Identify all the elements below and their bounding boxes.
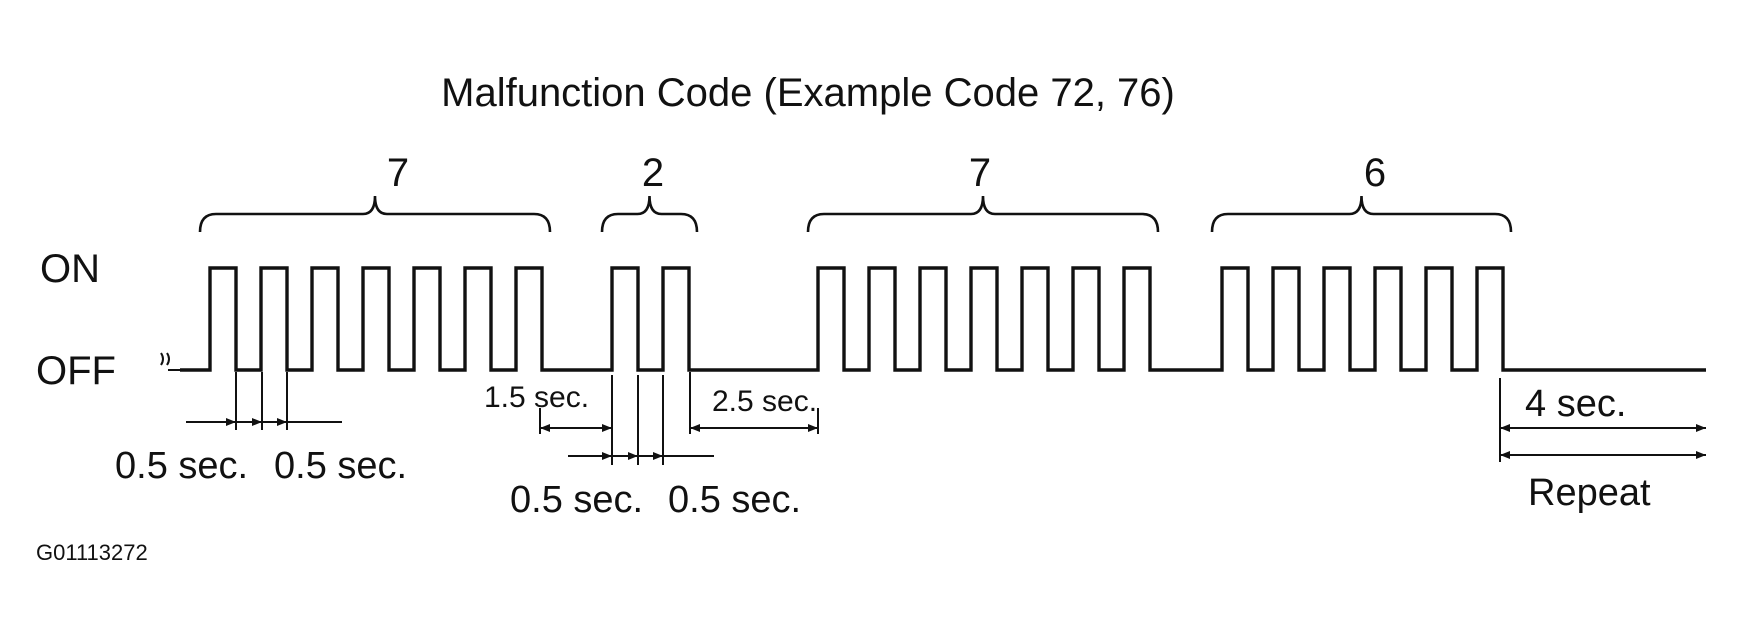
code-gap-dimension xyxy=(689,372,819,434)
figure-id: G01113272 xyxy=(36,540,148,565)
brace-group-4 xyxy=(1210,195,1513,233)
pulse-timing-dimension-2 xyxy=(568,375,714,465)
diagram-title: Malfunction Code (Example Code 72, 76) xyxy=(441,71,1175,115)
pulse-on-duration-label-1: 0.5 sec. xyxy=(115,445,248,487)
pulse-timing-dimension-1 xyxy=(186,372,342,430)
repeat-label: Repeat xyxy=(1528,472,1651,514)
code-gap-label: 2.5 sec. xyxy=(712,385,817,418)
on-level-label: ON xyxy=(40,247,100,291)
brace-group-3 xyxy=(806,195,1160,233)
repeat-dimension xyxy=(1499,378,1706,462)
signal-break-mark xyxy=(160,352,180,371)
brace-group-1 xyxy=(198,195,552,233)
repeat-gap-label: 4 sec. xyxy=(1525,383,1626,425)
group-digit-1: 7 xyxy=(387,151,409,195)
group-digit-2: 2 xyxy=(642,151,664,195)
pulse-off-duration-label-1: 0.5 sec. xyxy=(274,445,407,487)
group-digit-4: 6 xyxy=(1364,151,1386,195)
digit-gap-label: 1.5 sec. xyxy=(484,381,589,414)
pulse-off-duration-label-2: 0.5 sec. xyxy=(668,479,801,521)
group-digit-3: 7 xyxy=(969,151,991,195)
signal-waveform xyxy=(180,266,1706,372)
digit-gap-dimension xyxy=(539,408,612,434)
pulse-on-duration-label-2: 0.5 sec. xyxy=(510,479,643,521)
brace-group-2 xyxy=(600,195,699,233)
off-level-label: OFF xyxy=(36,349,116,393)
digit-braces xyxy=(198,195,1513,233)
